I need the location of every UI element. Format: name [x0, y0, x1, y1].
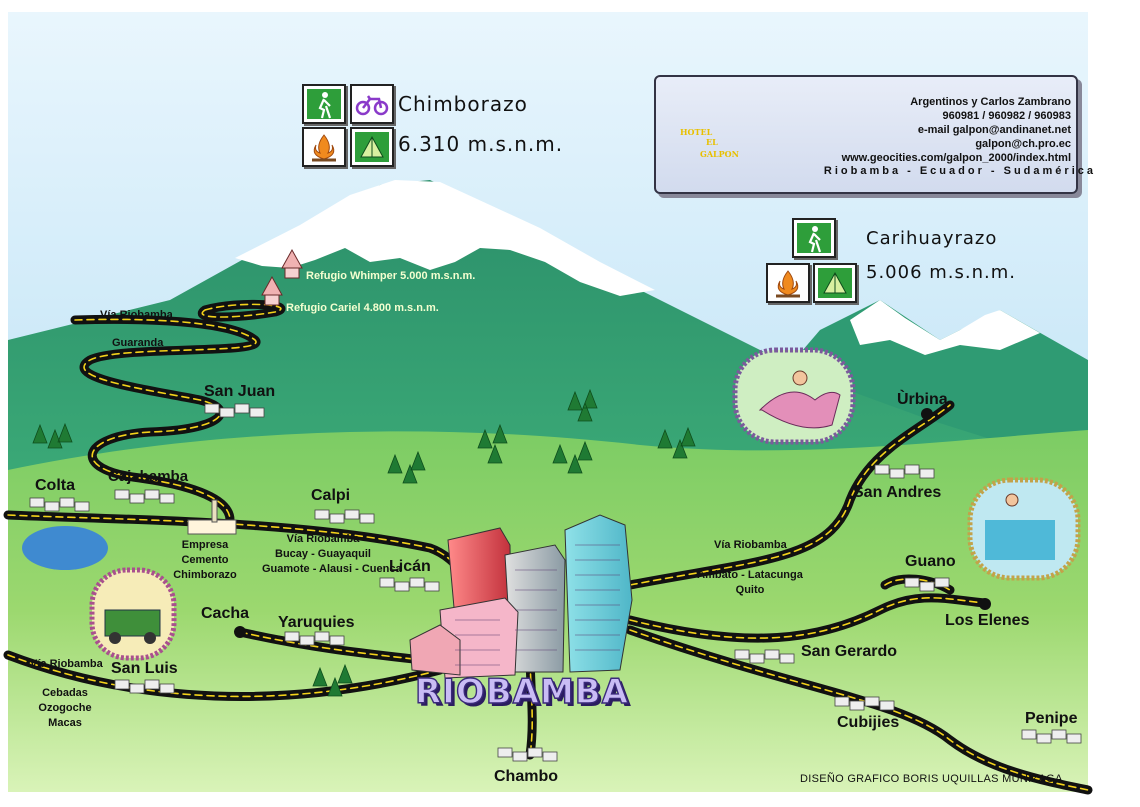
hotel-info-card: Argentinos y Carlos Zambrano 960981 / 96…: [654, 75, 1093, 194]
town-san-gerardo: San Gerardo: [801, 643, 898, 660]
route-quito: Ambato - Latacunga Quito: [694, 568, 806, 598]
hotel-contact: Argentinos y Carlos Zambrano 960981 / 96…: [786, 95, 1071, 165]
chimborazo-bicycle-icon: [350, 84, 394, 124]
hotel-logo-text-1: HOTEL: [680, 127, 713, 137]
town-colta: Colta: [35, 477, 75, 494]
village-houses: [29, 403, 1082, 762]
carihuayrazo-hiker-icon: [792, 218, 836, 258]
chimborazo-altitude: 6.310 m.s.n.m.: [398, 132, 564, 156]
colta-lake: [22, 526, 108, 570]
town-lican: Licán: [389, 558, 431, 575]
carihuayrazo-snow: [850, 300, 1040, 355]
town-chambo: Chambo: [494, 768, 558, 785]
route-cuenca-dest-1: Bucay - Guayaquil: [275, 548, 371, 560]
hotel-owners: Argentinos y Carlos Zambrano: [910, 96, 1071, 108]
cement-company-label: Empresa Cemento Chimborazo: [170, 538, 240, 583]
route-quito-dest-1: Ambato - Latacunga: [697, 569, 803, 581]
town-san-juan: San Juan: [204, 383, 276, 400]
route-macas-dest-1: Cebadas: [42, 687, 88, 699]
route-cuenca-dest-2: Guamote - Alausi - Cuenca: [262, 563, 402, 575]
refugio-huts: [261, 248, 303, 306]
riobamba-title: RIOBAMBA: [414, 671, 630, 712]
cacha-junction-dot: [234, 626, 246, 638]
cement-factory: [187, 499, 237, 535]
refugio-whimper-label: Refugio Whimper 5.000 m.s.n.m.: [306, 270, 476, 282]
cement-line-2: Cemento: [181, 554, 229, 566]
carihuayrazo-tent-icon: [813, 263, 857, 303]
town-san-luis: San Luis: [111, 660, 178, 677]
carihuayrazo-campfire-icon: [766, 263, 810, 303]
chimborazo-name: Chimborazo: [398, 92, 528, 116]
urbina-junction-dot: [921, 408, 933, 420]
town-los-elenes: Los Elenes: [945, 612, 1030, 629]
chimborazo-tent-icon: [350, 127, 394, 167]
hotel-phones: 960981 / 960982 / 960983: [942, 110, 1071, 122]
route-macas-dest-2: Ozogoche: [38, 702, 92, 714]
hotel-logo-text-3: GALPON: [700, 149, 739, 159]
cement-line-3: Chimborazo: [173, 569, 237, 581]
pine-trees: [32, 388, 696, 697]
chimborazo-campfire-icon: [302, 127, 346, 167]
chimborazo-snow: [235, 180, 655, 296]
hotel-logo-text-2: EL: [706, 137, 718, 147]
los-elenes-junction-dot: [979, 598, 991, 610]
route-guaranda-via: Vía Riobamba: [100, 309, 173, 321]
refugio-cariel-label: Refugio Cariel 4.800 m.s.n.m.: [286, 302, 439, 314]
route-quito-via: Vía Riobamba: [714, 539, 787, 551]
route-quito-dest-2: Quito: [735, 584, 765, 596]
hotel-email-2: galpon@ch.pro.ec: [975, 138, 1071, 150]
cement-line-1: Empresa: [181, 539, 229, 551]
route-cuenca-via-label: Vía Riobamba: [286, 533, 360, 545]
route-macas: Cebadas Ozogoche Macas: [30, 686, 100, 731]
carihuayrazo-name: Carihuayrazo: [866, 228, 998, 249]
route-macas-dest-3: Macas: [48, 717, 82, 729]
town-cubijies: Cubijies: [837, 714, 900, 731]
hotel-website-link[interactable]: www.geocities.com/galpon_2000/index.html: [841, 152, 1071, 164]
chimborazo-hiker-icon: [302, 84, 346, 124]
town-yaruquies: Yaruquies: [278, 614, 355, 631]
town-penipe: Penipe: [1025, 710, 1078, 727]
hotel-location: Riobamba - Ecuador - Sudamérica: [823, 165, 1096, 177]
route-macas-via: Vía Riobamba: [30, 658, 103, 670]
jeep-medallion: [89, 567, 177, 661]
route-cuenca-via: Vía Riobamba Bucay - Guayaquil Guamote -…: [262, 532, 402, 577]
town-urbina: Ùrbina: [897, 391, 948, 408]
town-calpi: Calpi: [311, 487, 351, 504]
town-san-andres: San Andres: [853, 484, 942, 501]
horse-rider-medallion: [732, 347, 856, 445]
riobamba-city-buildings: [409, 514, 633, 679]
route-guaranda-dest: Guaranda: [112, 337, 164, 349]
design-credit: DISEÑO GRAFICO BORIS UQUILLAS MUNIZAGA: [800, 773, 1063, 785]
carihuayrazo-altitude: 5.006 m.s.n.m.: [866, 262, 1016, 283]
town-cacha: Cacha: [201, 605, 250, 622]
hotel-email: e-mail galpon@andinanet.net: [917, 124, 1071, 136]
swimmer-medallion: [967, 477, 1081, 581]
town-guano: Guano: [905, 553, 956, 570]
town-cajabamba: Cajabamba: [108, 468, 189, 485]
